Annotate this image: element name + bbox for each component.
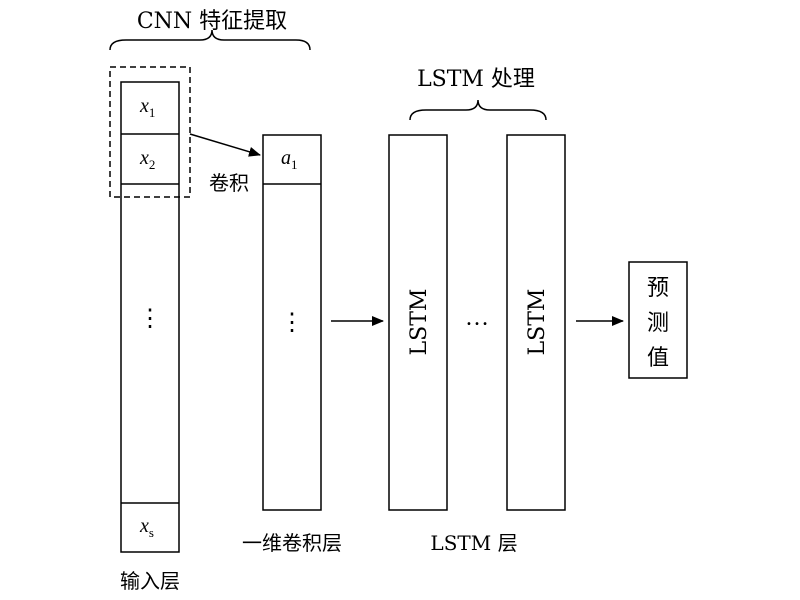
- input-x1-label: x1: [139, 95, 155, 120]
- convolution-label: 卷积: [209, 171, 249, 195]
- conv-layer-caption: 一维卷积层: [242, 531, 342, 555]
- conv-a1-label: a1: [281, 147, 298, 172]
- prediction-output-box: [628, 261, 688, 379]
- conv-vertical-ellipsis: ⋮: [280, 310, 304, 336]
- lstm-brace: [409, 99, 547, 121]
- lstm-cell-1: [388, 134, 448, 511]
- cnn-feature-extraction-label: CNN 特征提取: [137, 9, 287, 34]
- lstm-horizontal-ellipsis: …: [465, 305, 489, 331]
- prediction-char-2: 测: [647, 311, 669, 336]
- lstm-cell-2-label: LSTM: [525, 289, 550, 356]
- convolution-arrow: [189, 133, 261, 157]
- input-x2-label: x2: [139, 147, 155, 172]
- prediction-char-3: 值: [647, 346, 669, 371]
- input-layer-column: [120, 81, 180, 553]
- cnn-brace: [109, 29, 311, 51]
- input-vertical-ellipsis: ⋮: [138, 306, 162, 332]
- input-layer-caption: 输入层: [120, 569, 180, 593]
- lstm-layer-caption: LSTM 层: [430, 531, 517, 555]
- lstm-cell-2: [506, 134, 566, 511]
- lstm-cell-1-label: LSTM: [407, 289, 432, 356]
- input-xs-label: xs: [139, 515, 154, 540]
- prediction-char-1: 预: [647, 276, 669, 301]
- conv-layer-column: [262, 134, 322, 511]
- lstm-processing-label: LSTM 处理: [417, 67, 535, 92]
- cnn-window-dashed-box: [109, 66, 191, 198]
